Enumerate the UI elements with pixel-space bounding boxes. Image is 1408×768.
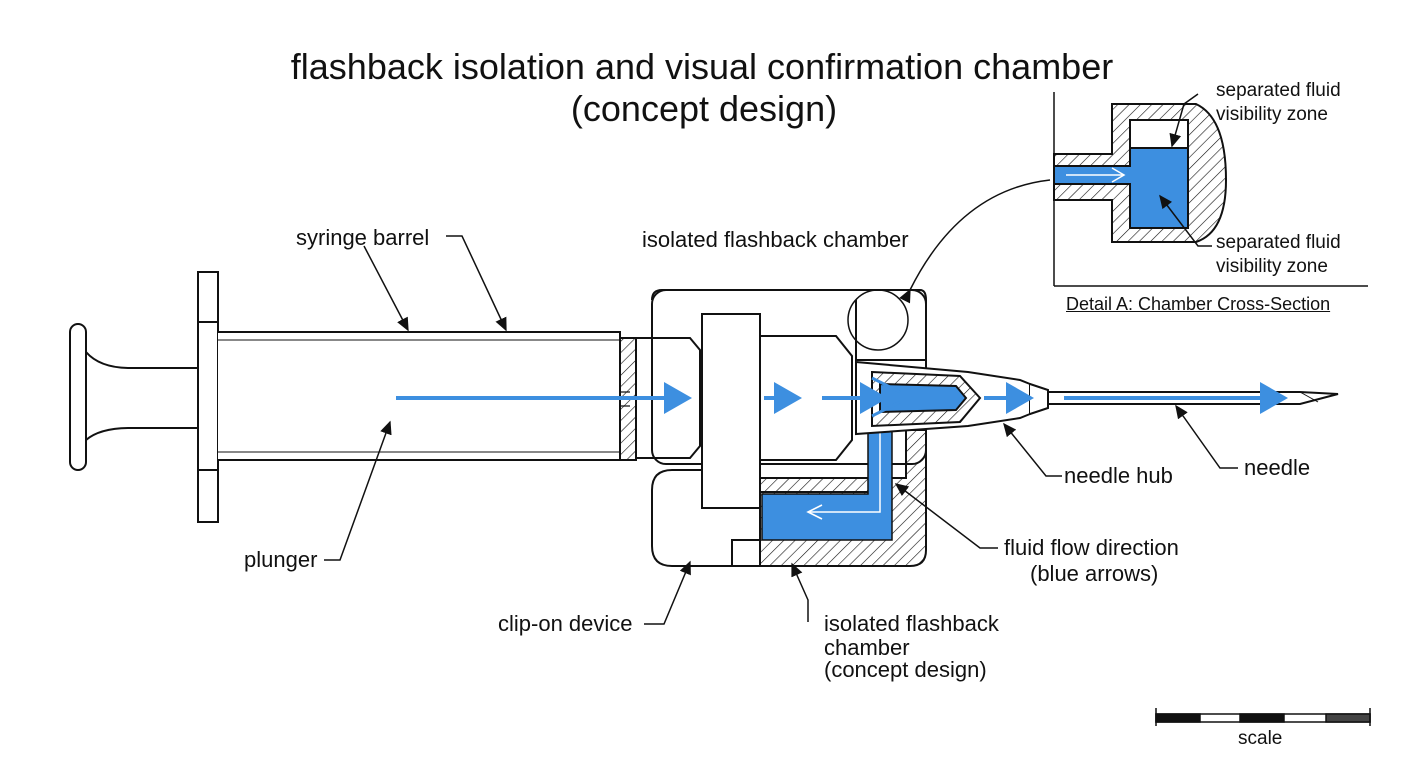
- detail-a-cross-section: [1053, 103, 1228, 243]
- label-fluid-flow-direction: fluid flow direction: [1004, 535, 1179, 560]
- scale-label: scale: [1238, 728, 1283, 749]
- detail-zone-top-line2: visibility zone: [1216, 104, 1328, 125]
- label-clip-on-device: clip-on device: [498, 611, 633, 636]
- label-needle: needle: [1244, 455, 1311, 480]
- page-title: flashback isolation and visual confirmat…: [290, 46, 1114, 87]
- label-blue-arrows: (blue arrows): [1030, 561, 1159, 586]
- detail-zone-bottom-line1: separated fluid: [1216, 232, 1341, 253]
- clip-on-housing: [651, 289, 927, 567]
- detail-zone-bottom-line2: visibility zone: [1216, 256, 1328, 277]
- label-syringe-barrel: syringe barrel: [296, 225, 430, 250]
- label-needle-hub: needle hub: [1064, 463, 1173, 488]
- label-isolated-bottom-line1: isolated flashback: [824, 611, 999, 636]
- label-isolated-bottom-line2: chamber: [824, 635, 910, 660]
- detail-caption: Detail A: Chamber Cross-Section: [1066, 294, 1331, 314]
- clip-block: [701, 313, 761, 509]
- plunger-rod-neck: [85, 351, 200, 441]
- detail-zone-top-line1: separated fluid: [1216, 80, 1341, 101]
- flow-arrows: [396, 376, 1288, 418]
- label-isolated-chamber-top: isolated flashback chamber: [642, 227, 909, 252]
- detail-callout: [847, 179, 1051, 351]
- needle-hub-body: [855, 360, 1049, 436]
- page-subtitle: (concept design): [570, 88, 838, 129]
- scale-bar: [1155, 708, 1371, 726]
- finger-flange: [197, 271, 219, 523]
- plunger-thumb-press: [69, 323, 87, 471]
- label-isolated-bottom-line3: (concept design): [824, 657, 987, 682]
- label-plunger: plunger: [244, 547, 318, 572]
- leader-lines: [324, 93, 1238, 625]
